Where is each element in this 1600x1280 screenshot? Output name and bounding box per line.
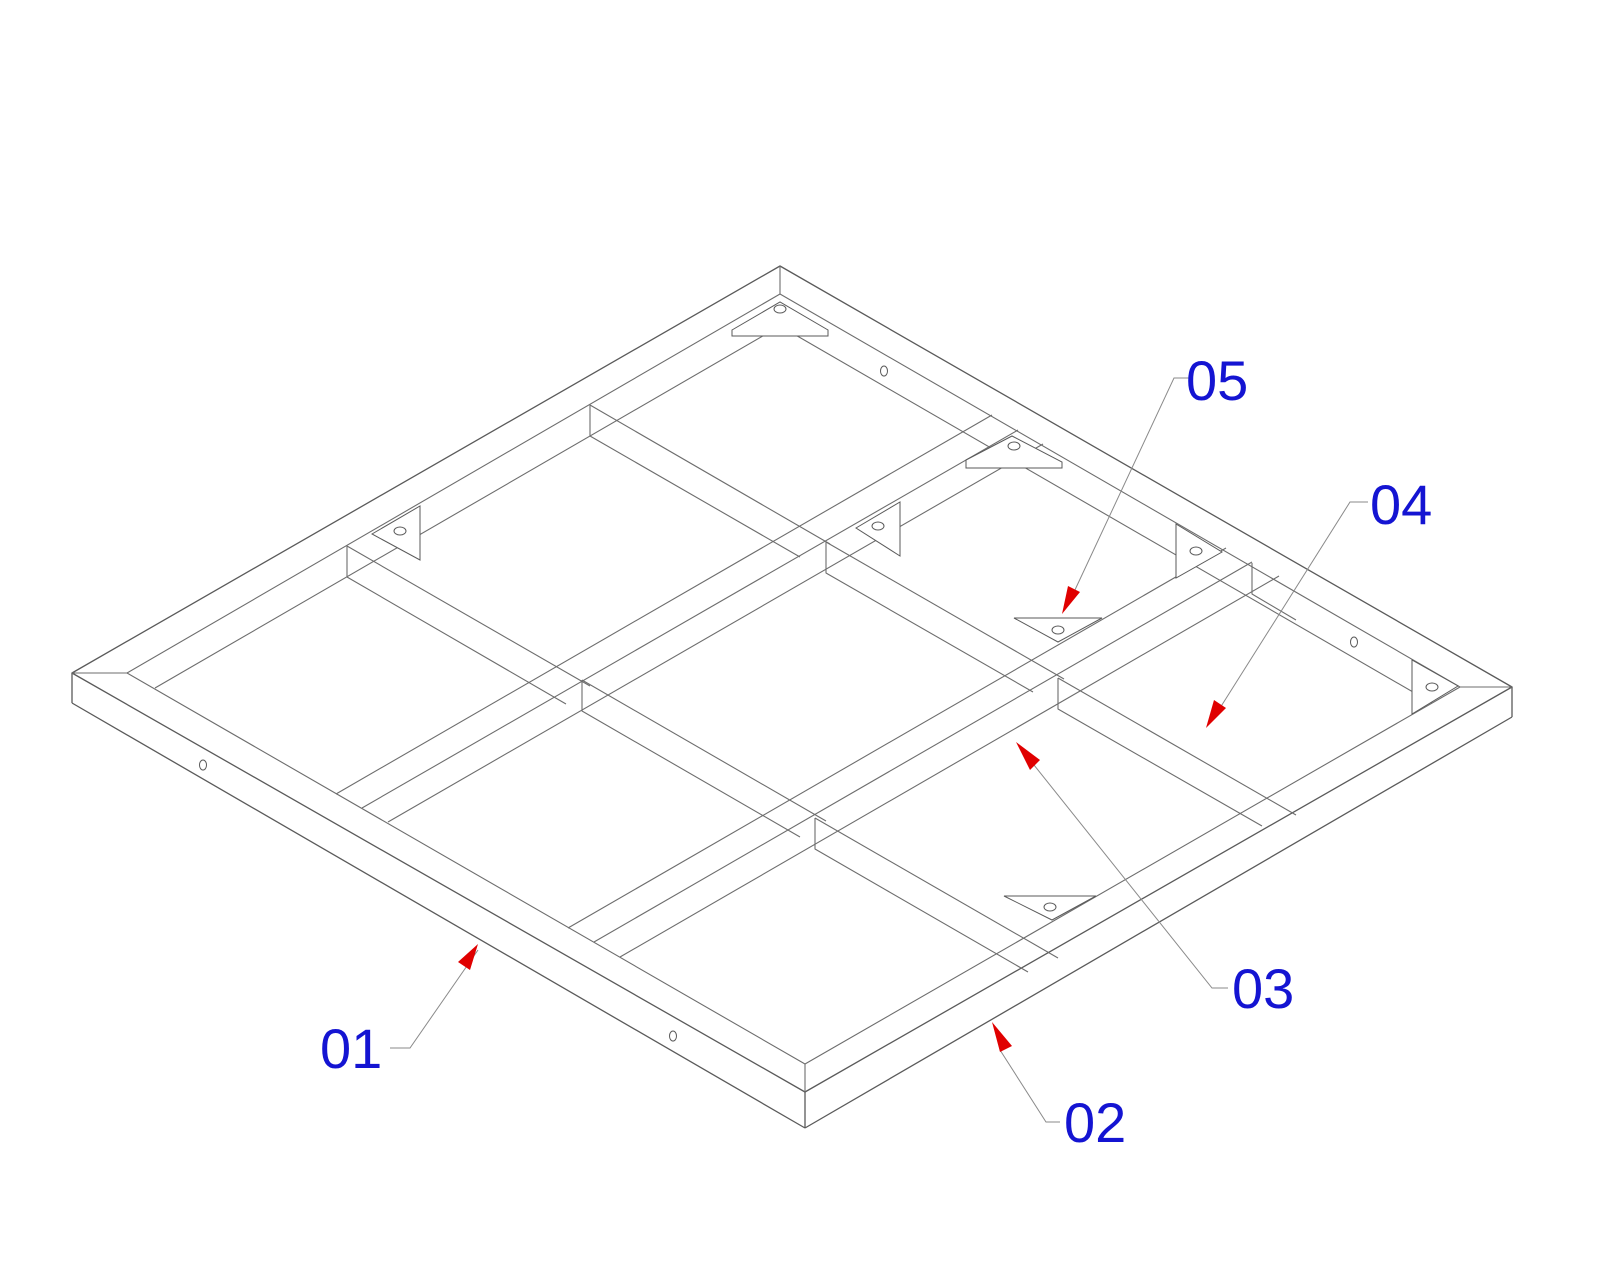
callout-label-02: 02	[1064, 1091, 1126, 1154]
main-rails	[335, 414, 1280, 958]
plate-top	[731, 301, 829, 337]
plate-mid-top	[965, 435, 1063, 469]
callout-label-01: 01	[320, 1017, 382, 1080]
callout-leaders	[390, 377, 1368, 1123]
callout-label-05: 05	[1186, 349, 1248, 412]
callout-label-04: 04	[1370, 473, 1432, 536]
leader-01	[390, 949, 479, 1049]
arrowhead-03	[1016, 742, 1040, 770]
leader-04	[1219, 501, 1368, 709]
arrowhead-05	[1062, 586, 1080, 614]
arrowhead-04	[1206, 700, 1226, 728]
joint-plates	[199, 301, 1459, 1042]
leader-02	[999, 1049, 1060, 1123]
callout-arrowheads	[458, 586, 1226, 1052]
cross-members	[346, 404, 1297, 973]
leader-03	[1029, 759, 1228, 989]
leader-05	[1073, 377, 1190, 593]
outer-frame	[71, 265, 1513, 1129]
arrowhead-02	[992, 1022, 1012, 1052]
arrowhead-01	[458, 944, 478, 970]
callout-label-03: 03	[1232, 957, 1294, 1020]
callout-labels: 01 02 03 04 05	[320, 349, 1432, 1154]
